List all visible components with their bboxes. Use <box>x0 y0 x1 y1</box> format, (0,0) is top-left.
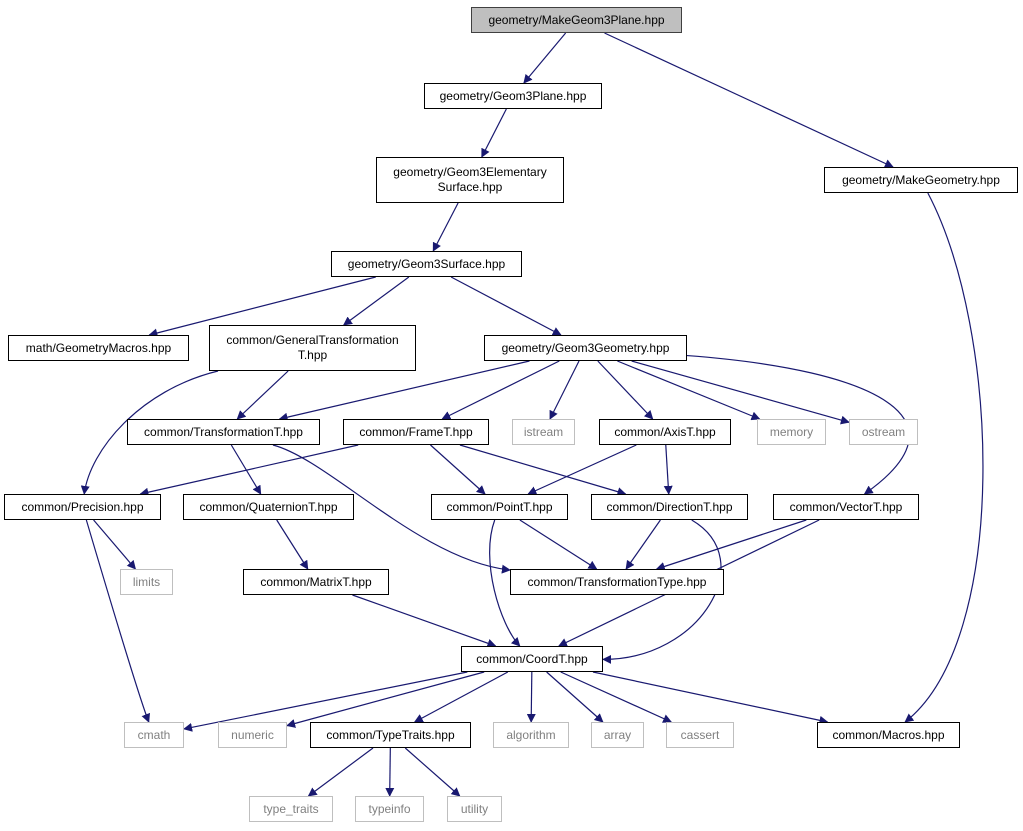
node-axis-t[interactable]: common/AxisT.hpp <box>599 419 731 445</box>
node-general-transformation[interactable]: common/GeneralTransformation T.hpp <box>209 325 416 371</box>
node-istream: istream <box>512 419 575 445</box>
node-numeric: numeric <box>218 722 287 748</box>
node-utility: utility <box>447 796 502 822</box>
node-make-geom3plane[interactable]: geometry/MakeGeom3Plane.hpp <box>471 7 682 33</box>
edge-point-t-to-coord-t <box>489 519 521 647</box>
edge-frame-t-to-precision <box>139 444 359 497</box>
edge-make-geom3plane-to-geom3plane <box>523 32 567 84</box>
node-precision[interactable]: common/Precision.hpp <box>4 494 161 520</box>
node-array: array <box>591 722 644 748</box>
edge-frame-t-to-point-t <box>430 444 486 495</box>
node-type-traits: type_traits <box>249 796 333 822</box>
edge-coord-t-to-cmath <box>183 671 468 732</box>
node-algorithm: algorithm <box>493 722 569 748</box>
node-coord-t[interactable]: common/CoordT.hpp <box>461 646 603 672</box>
node-frame-t[interactable]: common/FrameT.hpp <box>343 419 489 445</box>
edge-geom3geometry-to-vector-t <box>686 354 910 495</box>
edge-coord-t-to-cassert <box>560 671 673 723</box>
edge-matrix-t-to-coord-t <box>352 594 497 648</box>
edge-point-t-to-transformation-type <box>519 519 598 570</box>
node-vector-t[interactable]: common/VectorT.hpp <box>773 494 919 520</box>
edge-type-traits-hpp-to-type-traits <box>307 747 374 797</box>
node-point-t[interactable]: common/PointT.hpp <box>431 494 568 520</box>
edge-axis-t-to-point-t <box>527 444 637 495</box>
node-geom3surface[interactable]: geometry/Geom3Surface.hpp <box>331 251 522 277</box>
edge-geom3surface-to-general-transformation <box>342 276 410 326</box>
node-type-traits-hpp[interactable]: common/TypeTraits.hpp <box>310 722 471 748</box>
edge-frame-t-to-direction-t <box>459 444 627 497</box>
edge-coord-t-to-numeric <box>286 671 485 728</box>
node-direction-t[interactable]: common/DirectionT.hpp <box>591 494 748 520</box>
node-transformation-t[interactable]: common/TransformationT.hpp <box>127 419 320 445</box>
node-geometry-macros[interactable]: math/GeometryMacros.hpp <box>8 335 189 361</box>
edge-direction-t-to-transformation-type <box>625 519 661 570</box>
node-matrix-t[interactable]: common/MatrixT.hpp <box>243 569 389 595</box>
edge-geom3surface-to-geometry-macros <box>148 276 376 338</box>
node-geom3geometry[interactable]: geometry/Geom3Geometry.hpp <box>484 335 687 361</box>
edge-vector-t-to-transformation-type <box>655 519 807 571</box>
edge-type-traits-hpp-to-utility <box>404 747 461 797</box>
node-cmath: cmath <box>124 722 184 748</box>
node-macros[interactable]: common/Macros.hpp <box>817 722 960 748</box>
edge-geom3surface-to-geom3geometry <box>450 276 562 336</box>
node-ostream: ostream <box>849 419 918 445</box>
edge-transformation-t-to-transformation-type <box>272 444 511 574</box>
node-geom3elementary-surface[interactable]: geometry/Geom3Elementary Surface.hpp <box>376 157 564 203</box>
edge-coord-t-to-array <box>546 671 604 723</box>
edges <box>80 32 984 797</box>
edge-geom3plane-to-geom3elementary <box>481 108 507 158</box>
edge-geom3geometry-to-memory <box>617 360 761 421</box>
node-quaternion-t[interactable]: common/QuaternionT.hpp <box>183 494 354 520</box>
node-memory: memory <box>757 419 826 445</box>
edge-geom3geometry-to-istream <box>549 360 580 420</box>
edge-geom3geometry-to-frame-t <box>441 360 560 420</box>
edge-direction-t-to-coord-t <box>602 519 722 664</box>
edge-make-geometry-to-macros <box>904 192 984 723</box>
edge-quaternion-t-to-matrix-t <box>276 519 309 570</box>
node-limits: limits <box>120 569 173 595</box>
node-geom3plane[interactable]: geometry/Geom3Plane.hpp <box>424 83 602 109</box>
edge-precision-to-cmath <box>85 519 150 723</box>
edge-transformation-t-to-quaternion-t <box>230 444 262 495</box>
node-transformation-type[interactable]: common/TransformationType.hpp <box>510 569 724 595</box>
edge-axis-t-to-direction-t <box>663 444 673 495</box>
node-typeinfo: typeinfo <box>355 796 424 822</box>
edge-geom3elementary-to-geom3surface <box>432 202 459 252</box>
node-make-geometry[interactable]: geometry/MakeGeometry.hpp <box>824 167 1018 193</box>
edge-geom3geometry-to-transformation-t <box>278 360 530 422</box>
edge-precision-to-limits <box>93 519 136 570</box>
edge-geom3geometry-to-ostream <box>631 360 850 425</box>
node-cassert: cassert <box>666 722 734 748</box>
edge-coord-t-to-type-traits-hpp <box>413 671 509 723</box>
edge-coord-t-to-macros <box>592 671 829 725</box>
edge-coord-t-to-algorithm <box>526 671 536 723</box>
edge-general-transformation-to-transformation-t <box>236 370 289 420</box>
edge-make-geom3plane-to-make-geometry <box>604 32 894 168</box>
edge-type-traits-hpp-to-typeinfo <box>385 747 395 797</box>
edge-general-transformation-to-precision <box>80 370 219 495</box>
edge-geom3geometry-to-axis-t <box>597 360 654 420</box>
